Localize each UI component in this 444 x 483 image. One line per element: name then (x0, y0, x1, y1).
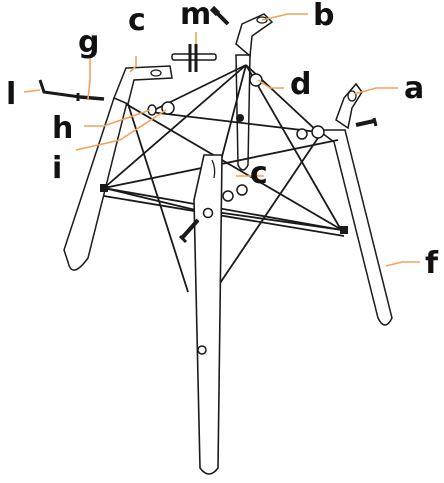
rod-lower-right-front (215, 211, 343, 231)
label-b: b (313, 0, 334, 33)
leg-front (193, 154, 223, 475)
label-l: l (6, 77, 16, 112)
bracket-a-hole (347, 90, 357, 102)
leg-right (315, 129, 393, 326)
front-leg-hole-upper (202, 207, 214, 219)
leader-b (261, 13, 308, 21)
rod-back-diag-right (245, 64, 341, 229)
leader-lines (23, 13, 420, 267)
allen-key-icon (38, 79, 81, 99)
front-leg-slot (211, 159, 216, 179)
leader-i (75, 109, 167, 151)
leader-d (257, 79, 284, 89)
screw-front (178, 218, 200, 244)
screw-right (355, 117, 378, 127)
leader-h (84, 109, 151, 127)
leader-c-top (129, 56, 137, 73)
cap-nut-front (222, 190, 234, 202)
joint-right-low (340, 226, 348, 234)
spanner-wrench-icon (171, 44, 217, 72)
label-d: d (290, 67, 311, 102)
leader-l (23, 89, 41, 93)
label-c-top: c (128, 3, 146, 38)
label-h: h (52, 111, 73, 146)
label-c-middle: c (250, 156, 268, 191)
rod-lower-ring-2 (103, 195, 345, 237)
joint-left-low (100, 184, 108, 192)
rod-lower-ring-1 (103, 187, 343, 231)
rod-left-down (127, 103, 189, 293)
bracket-c-hole (150, 69, 162, 77)
label-a: a (404, 71, 424, 106)
leg-left (63, 97, 129, 271)
center-joint (236, 114, 244, 122)
wire-frame (103, 64, 345, 293)
leader-f (385, 261, 420, 267)
leader-g (87, 58, 91, 100)
screw-icon (76, 93, 105, 101)
rod-back-diag-left (103, 64, 247, 189)
bracket-c-top (113, 65, 173, 106)
screw-b (209, 5, 230, 26)
rod-lower-left-front (103, 187, 205, 213)
cap-nut-d (249, 73, 263, 87)
label-m: m (180, 0, 211, 32)
rod-right-down (213, 134, 321, 293)
front-leg-hole-lower (197, 345, 207, 355)
label-i: i (52, 151, 62, 186)
washer-front (236, 184, 248, 196)
cap-nut-right (311, 125, 325, 139)
bracket-b (235, 13, 274, 58)
leg-back-center (235, 54, 251, 171)
label-g: g (78, 25, 99, 60)
bracket-a (335, 82, 363, 130)
washer-right (296, 128, 308, 140)
rod-x-left-to-right (125, 103, 343, 231)
label-f: f (425, 246, 439, 281)
rod-top-cross (149, 111, 319, 133)
leader-a (353, 87, 398, 95)
